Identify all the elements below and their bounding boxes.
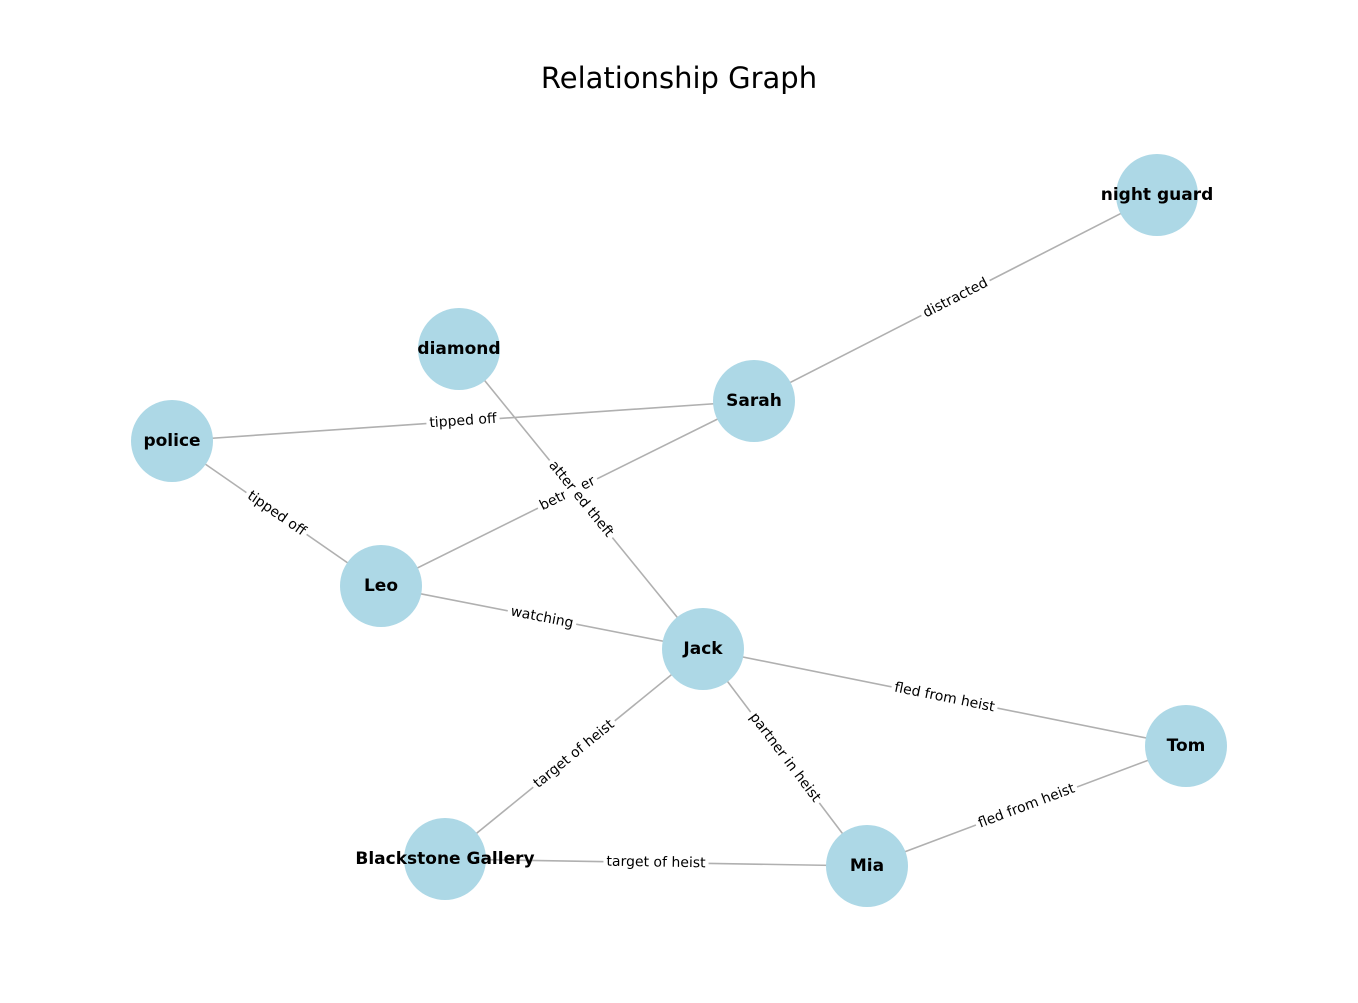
edge-label: watching [509, 604, 575, 632]
edge-label-group: watching [506, 601, 578, 634]
edge-diamond-jack: atter ed theft [458, 348, 704, 650]
edge-label-background [917, 272, 994, 324]
node-label: diamond [417, 339, 500, 359]
edge-label-background [972, 778, 1081, 834]
node-label: Mia [850, 856, 884, 876]
node-diamond: diamond [417, 308, 501, 390]
edge-mia-tom: fled from heist [866, 745, 1187, 867]
node-circle [713, 360, 795, 442]
edge-label-group: tipped off [241, 485, 312, 542]
node-label: Sarah [726, 391, 782, 411]
node-circle [131, 400, 213, 482]
node-police: police [131, 400, 213, 482]
node-label: Jack [682, 639, 723, 659]
edge-police-sarah: tipped off [171, 400, 755, 442]
edge-leo-jack: watching [380, 585, 704, 650]
node-circle [340, 545, 422, 627]
node-label: Tom [1167, 736, 1206, 756]
edge-label-group: distracted [917, 272, 994, 324]
node-label: police [143, 431, 200, 451]
edge-label: fled from heist [893, 680, 997, 716]
edge-label-background [603, 852, 709, 873]
node-circle [404, 818, 486, 900]
node-sarah: Sarah [713, 360, 795, 442]
node-circle [418, 308, 500, 390]
edge-label-group: target of heist [603, 852, 709, 873]
edge-label-group: fled from heist [889, 678, 1000, 717]
edge-label-background [542, 454, 620, 544]
edge-label: tipped off [429, 411, 498, 432]
edge-jack-blackstone-gallery: target of heist [444, 648, 704, 860]
edge-label: partner in heist [746, 710, 824, 806]
edge-label: target of heist [606, 854, 706, 872]
node-circle [1145, 705, 1227, 787]
node-circle [662, 608, 744, 690]
node-tom: Tom [1145, 705, 1227, 787]
node-label: night guard [1101, 185, 1214, 205]
graph-title: Relationship Graph [541, 61, 817, 95]
edge-label-group: target of heist [527, 713, 621, 795]
edge-label-background [743, 706, 827, 809]
edge-label-background [889, 678, 1000, 717]
edge-label-background [425, 409, 501, 433]
edge-label-background [241, 485, 312, 542]
node-label: Leo [364, 576, 398, 596]
node-night-guard: night guard [1101, 154, 1214, 236]
node-circle [826, 825, 908, 907]
edge-label: target of heist [531, 716, 618, 791]
node-label: Blackstone Gallery [355, 849, 534, 869]
edge-blackstone-gallery-mia: target of heist [444, 852, 868, 873]
edge-label: tipped off [244, 488, 309, 540]
edge-label-background [506, 601, 578, 634]
node-jack: Jack [662, 608, 744, 690]
edge-label: fled from heist [976, 780, 1078, 831]
edge-sarah-night-guard: distracted [753, 194, 1158, 402]
edge-label-group: tipped off [425, 409, 501, 433]
edge-label-group: fled from heist [972, 778, 1081, 834]
node-leo: Leo [340, 545, 422, 627]
node-mia: Mia [826, 825, 908, 907]
edge-label-group: partner in heist [743, 706, 827, 809]
node-blackstone-gallery: Blackstone Gallery [355, 818, 535, 900]
edge-label: distracted [920, 275, 990, 321]
edge-label-background [527, 713, 621, 795]
node-circle [1116, 154, 1198, 236]
